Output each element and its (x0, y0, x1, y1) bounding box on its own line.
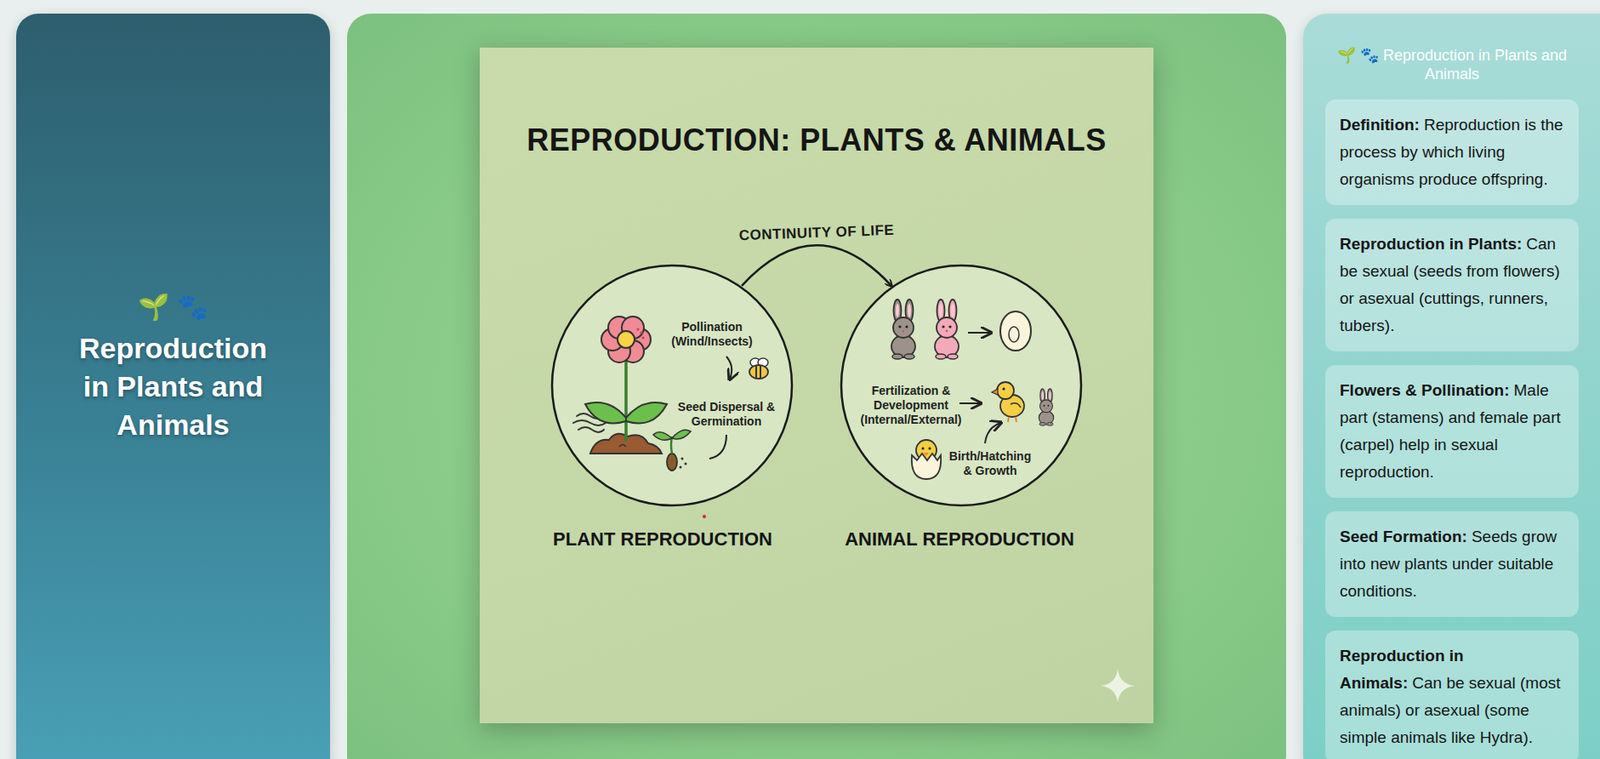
sparkle-watermark (1100, 668, 1135, 703)
stage-arrow (985, 422, 1001, 444)
chick-head (996, 381, 1014, 399)
card-heading: Seed Formation: (1339, 527, 1468, 546)
sparkle-star (1100, 668, 1135, 703)
connector-label: CONTINUITY OF LIFE (738, 222, 894, 245)
circle-shape (552, 265, 792, 506)
title-panel: 🌱 🐾 Reproduction in Plants and Animals (16, 13, 331, 759)
red-dot (702, 514, 707, 519)
pollen-dot (639, 330, 643, 334)
info-card: Definition:Reproduction is the process b… (1325, 99, 1579, 205)
bee-stripes (756, 365, 761, 378)
stage-label: Pollination (Wind/Insects) (665, 319, 759, 349)
wind-line (578, 427, 604, 433)
bee (749, 358, 769, 379)
sprout-leaf (671, 429, 691, 439)
chick-wing (1010, 403, 1021, 408)
panel-title: Reproduction in Plants and Animals (67, 329, 280, 445)
leaf (626, 402, 667, 424)
flower-center (617, 330, 635, 348)
flower-stem (624, 351, 628, 442)
section-heading: PLANT REPRODUCTION (552, 528, 773, 551)
leaf (585, 402, 627, 424)
hatching-chick (911, 439, 941, 479)
pollen-dots (636, 327, 644, 339)
card-heading: Definition: (1339, 115, 1420, 134)
soil-dot (684, 462, 688, 466)
stage-arrow (967, 331, 991, 334)
sprout-leaf (653, 432, 672, 440)
egg-mark (1008, 326, 1020, 342)
chick-eye (1002, 387, 1005, 390)
pollen-dot (636, 327, 639, 331)
stage-label: Fertilization & Development (Internal/Ex… (850, 383, 972, 428)
small-rabbit (1038, 388, 1054, 426)
stage-arrow (959, 402, 980, 405)
info-card: Seed Formation:Seeds grow into new plant… (1325, 511, 1579, 617)
seed (666, 453, 678, 471)
soil-mark (619, 444, 627, 448)
card-heading: Reproduction in Plants: (1339, 234, 1522, 253)
pollen-dot (641, 335, 644, 339)
center-panel: REPRODUCTION: PLANTS & ANIMALS (347, 13, 1287, 759)
rabbit (934, 299, 959, 359)
panel-header: 🌱 🐾 Reproduction in Plants and Animals (1325, 45, 1579, 84)
circle-shape (841, 265, 1082, 506)
connector-arrow (741, 244, 892, 286)
animal-circle: Fertilization & Development (Internal/Ex… (839, 263, 1083, 507)
info-card: Reproduction in Animals:Can be sexual (m… (1325, 630, 1579, 759)
egg-shell (911, 453, 941, 479)
poster: REPRODUCTION: PLANTS & ANIMALS (479, 47, 1154, 724)
plant-illustration (550, 263, 794, 507)
chick-eye (928, 447, 932, 450)
card-heading: Flowers & Pollination: (1339, 381, 1510, 399)
plant-circle: Pollination (Wind/Insects) Seed Dispersal… (550, 263, 794, 507)
chick-feet (1007, 416, 1017, 422)
soil-dot (681, 457, 684, 461)
rabbit (891, 299, 916, 359)
hook-line (709, 434, 727, 459)
pollination-arrow (726, 356, 732, 379)
chick-eye (922, 447, 925, 450)
poster-title: REPRODUCTION: PLANTS & ANIMALS (479, 122, 1154, 159)
flower-petals (601, 316, 651, 363)
section-heading: ANIMAL REPRODUCTION (844, 528, 1075, 551)
info-card: Reproduction in Plants:Can be sexual (se… (1325, 218, 1579, 352)
soil-dot (679, 466, 683, 469)
rabbit (1038, 388, 1054, 426)
stage-label: Seed Dispersal & Germination (671, 399, 781, 429)
bee-body (749, 364, 769, 379)
info-panel: 🌱 🐾 Reproduction in Plants and AnimalsDe… (1303, 13, 1600, 759)
soil-dots (679, 457, 688, 469)
chick-beak (991, 388, 998, 395)
chick (991, 381, 1025, 422)
egg (1000, 311, 1031, 351)
stage-label: Birth/Hatching & Growth (944, 449, 1037, 479)
info-card: Flowers & Pollination:Male part (stamens… (1325, 364, 1579, 498)
emoji-icons: 🌱 🐾 (137, 290, 208, 325)
